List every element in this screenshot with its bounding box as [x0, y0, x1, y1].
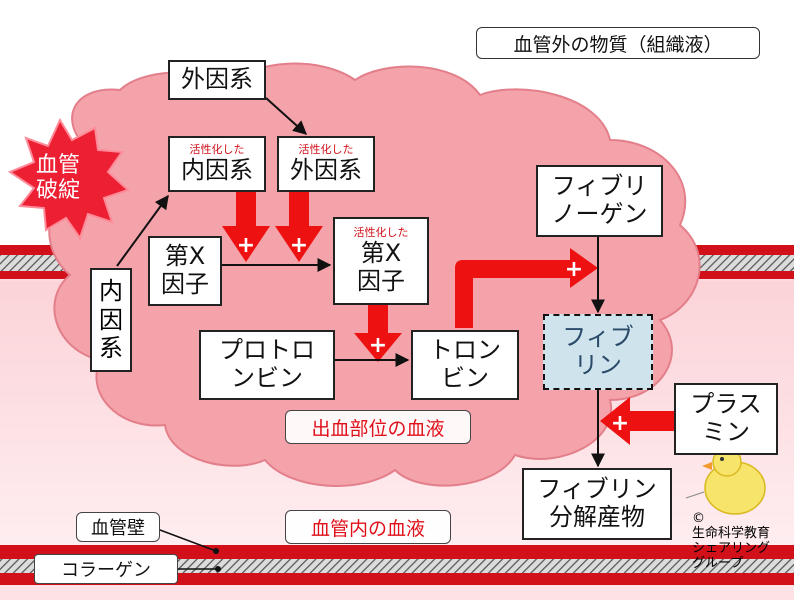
arrow-intrinsic-activation [116, 194, 169, 267]
arrow-extrinsic-activation [265, 97, 308, 135]
plus-sign-3: + [369, 333, 387, 358]
chick-mascot-icon [685, 442, 766, 515]
callout-lines [151, 526, 221, 572]
black-arrows [116, 97, 605, 468]
activated-intrinsic-label: 内因系 [181, 155, 253, 184]
intravascular-blood-label: 血管内の血液 [285, 510, 451, 544]
plasmin-line1: プラス [690, 390, 762, 419]
thrombin-line2: ビン [441, 364, 489, 392]
red-arrow-extrinsic [275, 190, 323, 262]
activated-intrinsic-prefix: 活性化した [189, 142, 245, 156]
red-arrow-factor-x [354, 305, 402, 362]
fibrinogen-line1: フィブリ [551, 172, 648, 201]
extrinsic-factor-box: 外因系 [168, 60, 266, 100]
activated-extrinsic-prefix: 活性化した [298, 142, 354, 156]
fibrin-box: フィブ リン [543, 314, 653, 390]
plus-sign-4: + [565, 257, 583, 282]
copyright-line1: 生命科学教育 [692, 525, 771, 541]
activated-factor-x-line1: 第X [360, 238, 402, 267]
activated-factor-x-box: 活性化した 第X 因子 [333, 217, 429, 305]
factor-x-line1: 第X [164, 242, 206, 271]
plasmin-line2: ミン [702, 418, 750, 446]
intrinsic-char-3: 系 [99, 334, 123, 363]
lower-vessel-wall [0, 545, 794, 600]
red-arrow-intrinsic [222, 190, 270, 262]
extravascular-label: 血管外の物質（組織液） [476, 27, 760, 59]
red-arrow-thrombin [455, 248, 598, 328]
plus-sign-2: + [290, 233, 308, 258]
copyright-text: © 生命科学教育 シェアリング グループ [692, 511, 794, 572]
thrombin-line1: トロン [429, 336, 501, 365]
prothrombin-box: プロトロ ンビン [199, 330, 335, 400]
fibrin-line2: リン [574, 351, 622, 379]
activated-factor-x-prefix: 活性化した [353, 225, 409, 239]
prothrombin-line2: ンビン [231, 364, 303, 392]
plus-sign-5: + [611, 411, 629, 436]
fibrinogen-box: フィブリ ノーゲン [536, 165, 663, 237]
plus-sign-1: + [237, 233, 255, 258]
copyright-line2: シェアリング [692, 540, 771, 556]
factor-x-box: 第X 因子 [148, 236, 222, 306]
activated-intrinsic-box: 活性化した 内因系 [168, 136, 266, 192]
prothrombin-line1: プロトロ [219, 336, 315, 365]
fibrin-line1: フィブ [562, 323, 634, 352]
plasmin-box: プラス ミン [674, 383, 778, 455]
rupture-label: 血管 破綻 [22, 153, 94, 204]
vessel-wall-label: 血管壁 [76, 512, 160, 542]
rupture-label-line2: 破綻 [35, 178, 80, 204]
thrombin-box: トロン ビン [411, 330, 519, 400]
fdp-line1: フィブリン [537, 475, 657, 504]
fdp-line2: 分解産物 [549, 503, 645, 531]
copyright-symbol: © [692, 511, 705, 526]
rupture-label-line1: 血管 [35, 153, 80, 178]
factor-x-line2: 因子 [161, 270, 209, 298]
rupture-burst [7, 117, 130, 241]
activated-extrinsic-label: 外因系 [290, 155, 362, 184]
plus-signs: + + + + + [237, 233, 629, 436]
fibrinogen-line2: ノーゲン [551, 200, 648, 228]
activated-factor-x-line2: 因子 [357, 266, 405, 295]
red-arrow-plasmin [600, 397, 674, 445]
red-arrows [222, 190, 674, 445]
copyright-line3: グループ [692, 555, 744, 571]
collagen-label: コラーゲン [34, 554, 178, 584]
intrinsic-factor-box: 内 因 系 [90, 268, 132, 372]
intrinsic-char-2: 因 [99, 305, 123, 334]
fdp-box: フィブリン 分解産物 [522, 468, 672, 540]
activated-extrinsic-box: 活性化した 外因系 [277, 136, 375, 192]
bleeding-site-blood-label: 出血部位の血液 [285, 410, 471, 444]
intrinsic-char-1: 内 [99, 276, 123, 305]
